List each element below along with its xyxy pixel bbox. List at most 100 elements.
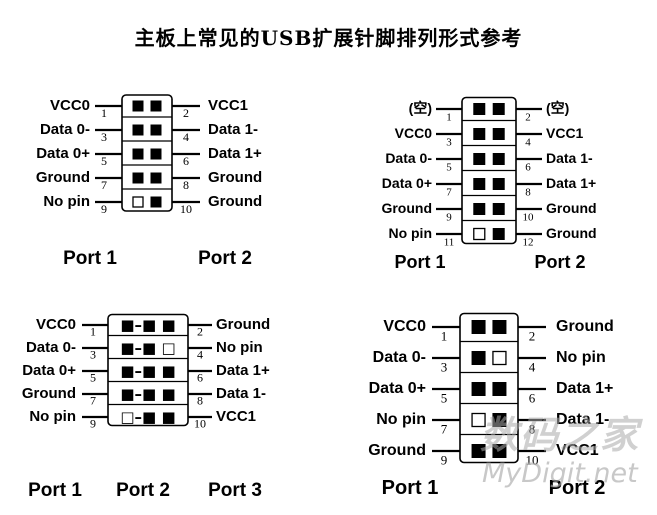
pin-number-right: 8 <box>529 422 536 437</box>
pin-number-right: 2 <box>197 325 203 339</box>
pin-label-right: Data 1- <box>208 121 258 138</box>
pin-label-right: Data 1+ <box>556 380 613 397</box>
pin-number-left: 1 <box>446 112 452 124</box>
pin-number-left: 7 <box>90 394 96 408</box>
pin-label-right: Ground <box>216 316 270 333</box>
pin-filled <box>473 203 486 215</box>
pin-filled <box>150 148 162 160</box>
port-label: Port 1 <box>394 252 445 272</box>
pin-label-right: No pin <box>556 349 606 366</box>
pin-number-left: 9 <box>441 453 448 468</box>
pin-filled <box>492 203 505 215</box>
pin-label-left: Data 0- <box>40 121 90 138</box>
pin-filled <box>471 320 486 334</box>
pin-label-left: Data 0+ <box>22 362 76 379</box>
port-label: Port 1 <box>63 248 117 269</box>
pin-number-left: 3 <box>90 348 96 362</box>
pin-label-left: VCC0 <box>36 316 76 333</box>
pin-label-right: (空) <box>546 100 569 116</box>
pin-number-left: 7 <box>446 187 452 199</box>
pin-label-right: Data 1+ <box>546 175 596 191</box>
pin-label-right: Ground <box>208 193 262 210</box>
pin-row: ■–■ ■ <box>120 362 175 380</box>
pin-number-right: 8 <box>197 394 203 408</box>
port-label: Port 2 <box>534 252 585 272</box>
pin-filled <box>473 153 486 165</box>
pin-label-left: Data 0- <box>373 349 426 366</box>
pin-filled <box>150 196 162 208</box>
pin-filled <box>492 413 507 427</box>
pin-number-left: 3 <box>101 130 107 144</box>
pin-label-left: VCC0 <box>395 125 433 141</box>
pin-filled <box>492 153 505 165</box>
port-label: Port 3 <box>208 480 262 501</box>
pin-number-right: 8 <box>525 187 531 199</box>
pin-empty <box>492 350 507 366</box>
pin-label-left: Ground <box>36 169 90 186</box>
pin-number-right: 2 <box>183 106 189 120</box>
pin-label-left: Data 0- <box>385 150 432 166</box>
pin-label-right: Data 1- <box>216 385 266 402</box>
pin-filled <box>473 178 486 190</box>
pin-filled <box>473 128 486 140</box>
pin-filled <box>492 103 505 115</box>
pin-number-right: 10 <box>194 417 206 431</box>
pin-filled <box>132 148 144 160</box>
pin-filled <box>492 320 507 334</box>
pin-filled <box>471 351 486 365</box>
pin-number-right: 6 <box>529 391 536 406</box>
pin-filled <box>471 444 486 458</box>
pin-filled <box>492 178 505 190</box>
port-label: Port 1 <box>382 477 439 499</box>
pin-filled <box>471 382 486 396</box>
pin-row: ■–■ □ <box>120 339 175 357</box>
pin-empty <box>471 412 486 428</box>
pin-filled <box>150 100 162 112</box>
pin-label-right: Data 1+ <box>216 362 270 379</box>
pin-label-right: VCC1 <box>208 97 248 114</box>
pin-label-right: VCC1 <box>546 125 584 141</box>
pin-label-left: (空) <box>409 100 432 116</box>
pin-filled <box>473 103 486 115</box>
pin-number-right: 12 <box>523 237 534 249</box>
pin-label-left: VCC0 <box>383 318 426 335</box>
pin-number-left: 7 <box>101 178 107 192</box>
pin-filled <box>492 228 505 240</box>
connector-outline <box>121 94 173 212</box>
pin-label-right: Ground <box>546 200 597 216</box>
pin-label-left: No pin <box>43 193 90 210</box>
pin-number-right: 8 <box>183 178 189 192</box>
pin-filled <box>150 172 162 184</box>
pin-number-right: 10 <box>526 453 539 468</box>
pin-empty <box>473 227 486 241</box>
page-title: 主板上常见的USB扩展针脚排列形式参考 <box>134 26 523 50</box>
pin-number-left: 7 <box>441 422 448 437</box>
pin-label-left: Ground <box>22 385 76 402</box>
pin-number-left: 1 <box>101 106 107 120</box>
pin-number-left: 5 <box>101 154 107 168</box>
pin-filled <box>132 124 144 136</box>
pin-label-left: Ground <box>368 442 426 459</box>
pin-label-right: Ground <box>546 225 597 241</box>
pin-label-right: Ground <box>208 169 262 186</box>
pin-label-right: Data 1+ <box>208 145 262 162</box>
pin-number-right: 4 <box>529 360 536 375</box>
pin-label-right: Ground <box>556 318 614 335</box>
pin-row: □–■ ■ <box>120 408 175 426</box>
pin-label-left: No pin <box>29 408 76 425</box>
pin-number-right: 2 <box>529 329 536 344</box>
pin-number-right: 10 <box>180 202 192 216</box>
pin-number-right: 6 <box>525 162 531 174</box>
pin-number-left: 3 <box>446 137 452 149</box>
pin-label-right: No pin <box>216 339 263 356</box>
pin-number-left: 1 <box>441 329 448 344</box>
pin-filled <box>132 172 144 184</box>
pin-number-right: 4 <box>525 137 531 149</box>
pin-number-left: 11 <box>444 237 455 249</box>
pin-number-left: 1 <box>90 325 96 339</box>
pin-filled <box>132 100 144 112</box>
pin-label-left: Data 0+ <box>369 380 426 397</box>
pin-number-left: 3 <box>441 360 448 375</box>
pin-number-left: 9 <box>101 202 107 216</box>
